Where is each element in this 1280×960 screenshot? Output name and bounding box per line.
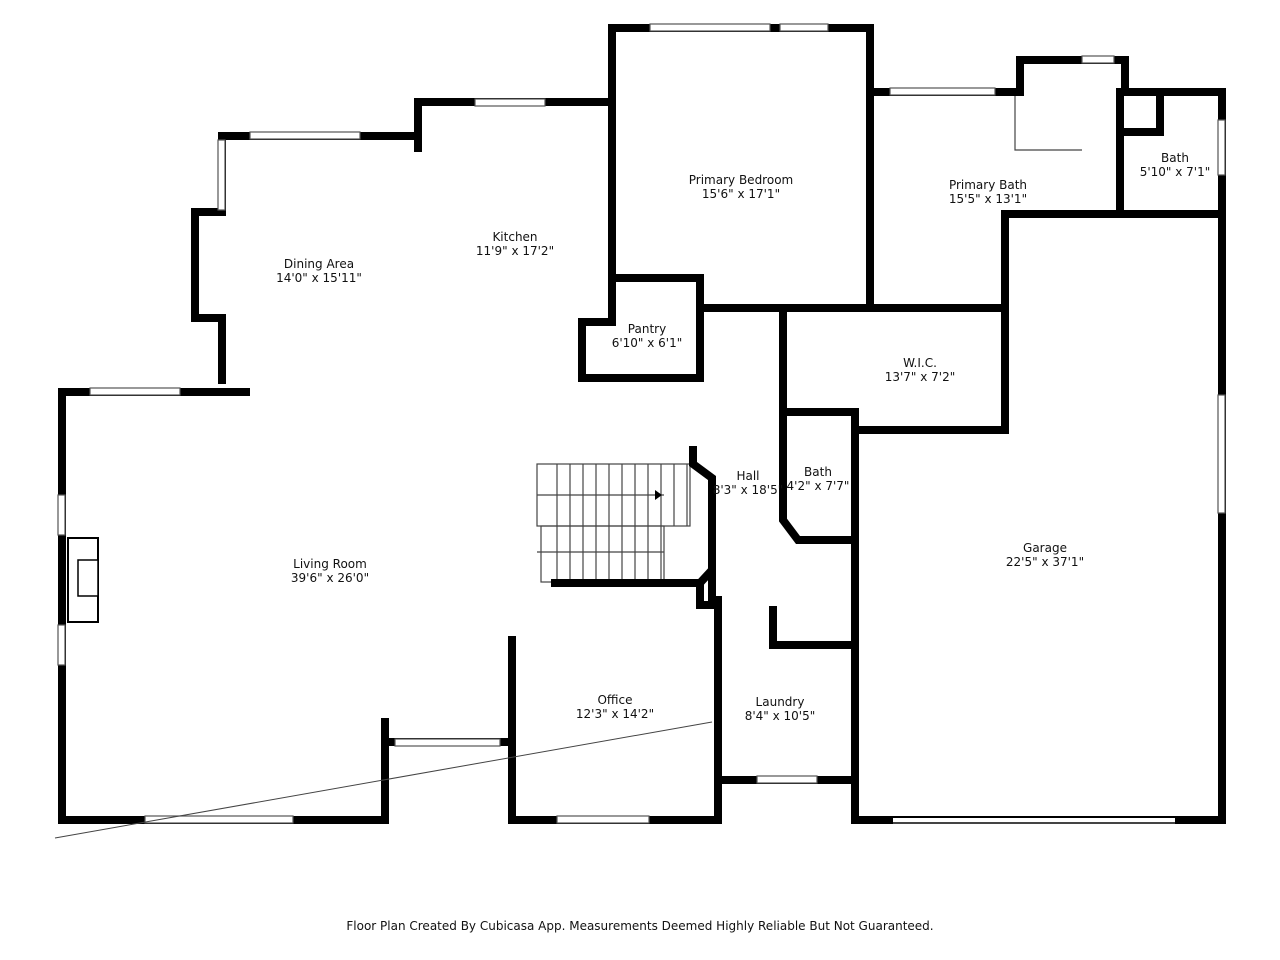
- walls: [58, 24, 1226, 824]
- room-name: Office: [597, 693, 632, 707]
- property-line: [54, 721, 713, 839]
- room-size: 15'5" x 13'1": [949, 192, 1027, 206]
- room-name: Bath: [1161, 151, 1189, 165]
- room-size: 15'6" x 17'1": [702, 187, 780, 201]
- room-size: 5'10" x 7'1": [1140, 165, 1211, 179]
- room-size: 8'3" x 18'5": [713, 483, 784, 497]
- room-size: 13'7" x 7'2": [885, 370, 956, 384]
- windows: [57, 23, 1226, 824]
- room-size: 39'6" x 26'0": [291, 571, 369, 585]
- room-name: Hall: [736, 469, 759, 483]
- room-size: 22'5" x 37'1": [1006, 555, 1084, 569]
- room-name: Primary Bath: [949, 178, 1027, 192]
- room-size: 12'3" x 14'2": [576, 707, 654, 721]
- staircase: [536, 463, 691, 583]
- room-name: Bath: [804, 465, 832, 479]
- room-size: 6'10" x 6'1": [612, 336, 683, 350]
- room-name: Dining Area: [284, 257, 354, 271]
- room-label: W.I.C.13'7" x 7'2": [885, 356, 956, 384]
- room-name: Kitchen: [492, 230, 537, 244]
- room-name: Garage: [1023, 541, 1067, 555]
- room-name: Laundry: [756, 695, 805, 709]
- room-size: 11'9" x 17'2": [476, 244, 554, 258]
- room-size: 4'2" x 7'7": [787, 479, 850, 493]
- room-size: 8'4" x 10'5": [745, 709, 816, 723]
- room-name: Pantry: [628, 322, 666, 336]
- room-name: Primary Bedroom: [689, 173, 793, 187]
- footer-disclaimer: Floor Plan Created By Cubicasa App. Meas…: [346, 919, 934, 933]
- room-name: W.I.C.: [903, 356, 937, 370]
- room-size: 14'0" x 15'11": [276, 271, 362, 285]
- room-name: Living Room: [293, 557, 367, 571]
